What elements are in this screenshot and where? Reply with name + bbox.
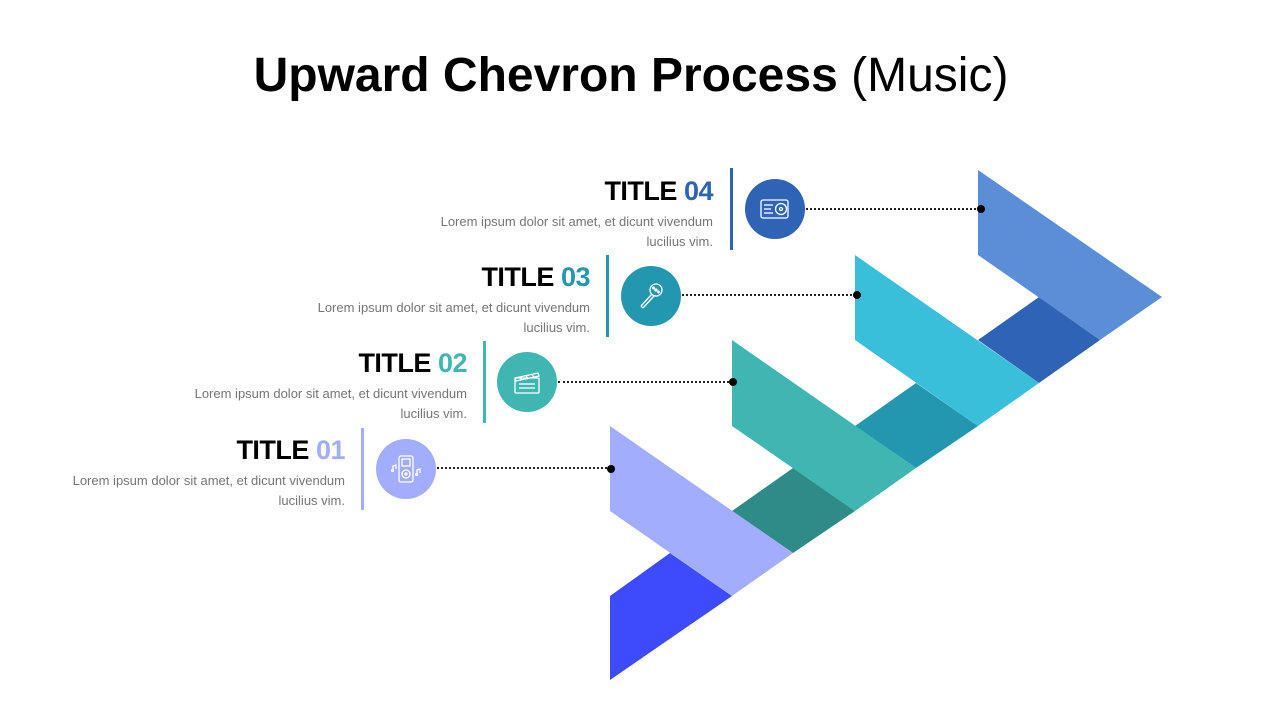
step-03-label: TITLE	[481, 262, 554, 292]
chevron-1-dark-segment	[610, 553, 732, 680]
step-04-description: Lorem ipsum dolor sit amet, et dicunt vi…	[440, 214, 713, 249]
cd-player-icon	[760, 199, 789, 219]
step-03-icon-circle	[621, 266, 681, 326]
step-03-connector-dot	[853, 291, 861, 299]
step-03-number: 03	[560, 262, 591, 292]
title-main: Upward Chevron Process	[253, 49, 838, 102]
step-01-label: TITLE	[236, 435, 309, 465]
step-03-divider	[606, 255, 609, 337]
step-01-text: TITLE 01 Lorem ipsum dolor sit amet, et …	[45, 435, 346, 510]
step-02-icon-circle	[497, 352, 557, 412]
microphone-icon	[640, 283, 663, 309]
step-04-label: TITLE	[604, 176, 677, 206]
step-04-divider	[730, 168, 733, 250]
step-01-divider	[361, 428, 364, 510]
step-01-connector	[437, 467, 611, 469]
step-04-icon-circle	[745, 179, 805, 239]
step-02-heading: TITLE 02	[167, 348, 467, 378]
step-03-text: TITLE 03 Lorem ipsum dolor sit amet, et …	[290, 262, 591, 337]
slide-title: Upward Chevron Process (Music)	[0, 44, 1262, 108]
step-02-description: Lorem ipsum dolor sit amet, et dicunt vi…	[194, 386, 467, 421]
step-04-heading: TITLE 04	[413, 176, 713, 206]
chevron-3-dark-segment	[855, 383, 978, 468]
step-03-heading: TITLE 03	[290, 262, 590, 292]
step-02-connector-dot	[729, 378, 737, 386]
step-01-connector-dot	[607, 465, 615, 473]
music-player-icon	[390, 455, 421, 483]
step-04-connector	[806, 208, 980, 210]
step-02-divider	[483, 341, 486, 423]
clapperboard-icon	[514, 372, 540, 394]
step-03-description: Lorem ipsum dolor sit amet, et dicunt vi…	[317, 300, 590, 335]
step-02-number: 02	[437, 348, 468, 378]
chevron-4-arm	[978, 170, 1162, 340]
step-01-heading: TITLE 01	[45, 435, 345, 465]
chevron-3-arm	[855, 255, 1039, 426]
step-01-number: 01	[315, 435, 346, 465]
chevron-2-dark-segment	[732, 468, 855, 553]
step-02-label: TITLE	[358, 348, 431, 378]
step-03-connector	[682, 294, 856, 296]
step-02-connector	[558, 381, 733, 383]
step-04-text: TITLE 04 Lorem ipsum dolor sit amet, et …	[413, 176, 714, 251]
step-01-icon-circle	[376, 439, 436, 499]
step-04-number: 04	[683, 176, 714, 206]
step-04-connector-dot	[977, 205, 985, 213]
chevron-2-arm	[732, 340, 916, 511]
chevron-1-arm	[610, 426, 793, 596]
step-02-text: TITLE 02 Lorem ipsum dolor sit amet, et …	[167, 348, 468, 423]
step-01-description: Lorem ipsum dolor sit amet, et dicunt vi…	[72, 473, 345, 508]
title-sub: (Music)	[851, 49, 1009, 102]
